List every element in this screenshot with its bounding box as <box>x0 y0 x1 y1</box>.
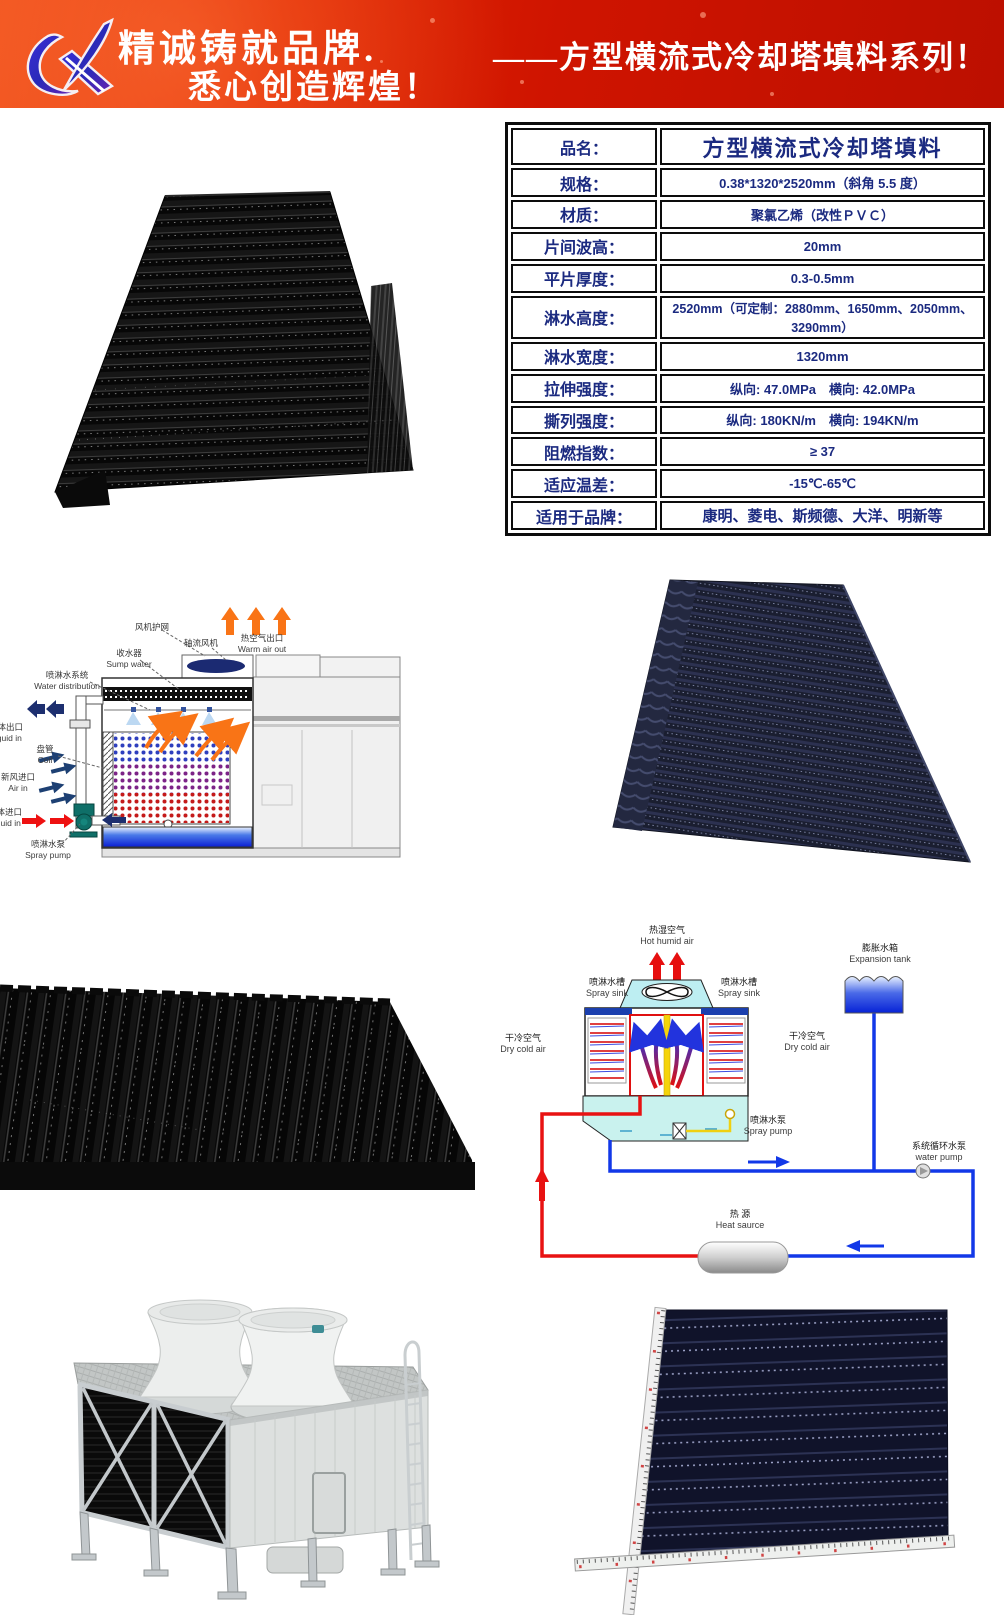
slogan-line-2: 悉心创造辉煌！ <box>188 70 440 106</box>
spec-label: 适用于品牌： <box>511 501 657 530</box>
spec-table: 品名：方型横流式冷却塔填料 规格：0.38*1320*2520mm（斜角 5.5… <box>505 122 991 536</box>
sparkle <box>935 68 940 73</box>
fill-pack-photo-2 <box>612 579 971 863</box>
axial-fan-icon <box>187 659 245 673</box>
spray-pump-icon <box>69 803 126 838</box>
fill-sheet <box>0 988 475 1190</box>
spec-value: 0.38*1320*2520mm（斜角 5.5 度） <box>660 168 985 197</box>
spec-label: 规格： <box>511 168 657 197</box>
spec-label: 淋水高度： <box>511 295 657 339</box>
air-in-arrows <box>38 751 77 805</box>
sparkle <box>430 18 435 23</box>
hot-air-arrows <box>649 952 685 980</box>
drift-eliminator <box>103 687 252 701</box>
ruler-diagonal <box>574 1534 956 1572</box>
spec-label: 适应温差： <box>511 469 657 499</box>
water-basin <box>102 826 253 848</box>
spec-label: 平片厚度： <box>511 263 657 293</box>
spray-pump-circuit <box>672 1108 736 1140</box>
spec-label: 片间波高： <box>511 231 657 261</box>
sparkle <box>860 40 863 43</box>
air-flow-arrows <box>144 710 251 762</box>
x-braces <box>81 1387 228 1546</box>
cold-water-pipe <box>608 1013 975 1258</box>
fan-icon <box>645 986 689 998</box>
fan-cowl-left <box>139 1299 261 1415</box>
spec-value: 康明、菱电、斯频德、大洋、明新等 <box>660 501 985 530</box>
label-axial-fan: 轴流风机 <box>183 638 219 648</box>
spec-value: -15℃-65℃ <box>660 469 985 499</box>
tower-cross-section-drawing <box>22 607 401 858</box>
coil-right <box>706 1017 746 1084</box>
spec-label: 拉伸强度： <box>511 373 657 403</box>
spec-value: 方型横流式冷却塔填料 <box>660 128 985 166</box>
sparkle <box>700 12 706 18</box>
casing-seams <box>254 1395 416 1544</box>
sparkle <box>770 92 774 96</box>
spec-value: 1320mm <box>660 341 985 371</box>
spec-label: 品名： <box>511 128 657 166</box>
system-schematic-drawing <box>535 952 975 1274</box>
spec-value: ≥ 37 <box>660 437 985 467</box>
label-liquid-out: 液体出口Liguid in <box>0 722 24 743</box>
fan-cowl-right <box>230 1307 356 1424</box>
coil-left <box>587 1017 627 1084</box>
leader-lines <box>57 629 227 845</box>
spec-value: 纵向: 47.0MPa 横向: 42.0MPa <box>660 373 985 403</box>
expansion-tank <box>844 976 904 1014</box>
liquid-out-arrows <box>27 700 64 718</box>
access-door <box>312 1472 346 1534</box>
top-banner: 精诚铸就品牌. 悉心创造辉煌！ ——方型横流式冷却塔填料系列！ <box>0 0 1004 108</box>
spec-value: 0.3-0.5mm <box>660 263 985 293</box>
fill-pack-photo-4 <box>574 1306 956 1615</box>
fill-pack-photo-1 <box>54 191 414 508</box>
hot-water-pipe <box>535 1096 698 1258</box>
sump-outlet <box>266 1546 344 1574</box>
legs <box>71 1511 440 1600</box>
fill-pack-photo-3 <box>0 984 475 1190</box>
spec-label: 淋水宽度： <box>511 341 657 371</box>
spec-value: 2520mm（可定制：2880mm、1650mm、2050mm、3290mm） <box>660 295 985 339</box>
company-logo <box>26 17 115 96</box>
sparkle <box>380 60 383 63</box>
ruler-vertical <box>622 1306 667 1615</box>
building-body <box>252 676 401 849</box>
spec-label: 阻燃指数： <box>511 437 657 467</box>
label-fan-guard: 风机护网 <box>134 622 170 632</box>
spec-label: 材质： <box>511 199 657 229</box>
internal-air-arrows <box>629 1018 704 1089</box>
sparkle <box>520 80 524 84</box>
spec-value: 纵向: 180KN/m 横向: 194KN/m <box>660 405 985 435</box>
warm-air-arrows <box>221 607 291 635</box>
spec-value: 20mm <box>660 231 985 261</box>
label-liquid-in: 液体进口Liguid in <box>0 807 23 828</box>
spec-label: 撕列强度： <box>511 405 657 435</box>
slogan-line-1: 精诚铸就品牌. <box>118 29 378 70</box>
cooling-tower-3d-render <box>71 1299 440 1600</box>
heat-source <box>697 1241 789 1274</box>
spec-value: 聚氯乙烯（改性ＰＶＣ） <box>660 199 985 229</box>
fill-sheet <box>639 1309 949 1558</box>
series-title: ——方型横流式冷却塔填料系列！ <box>493 40 988 75</box>
liquid-in-arrows <box>22 814 74 828</box>
